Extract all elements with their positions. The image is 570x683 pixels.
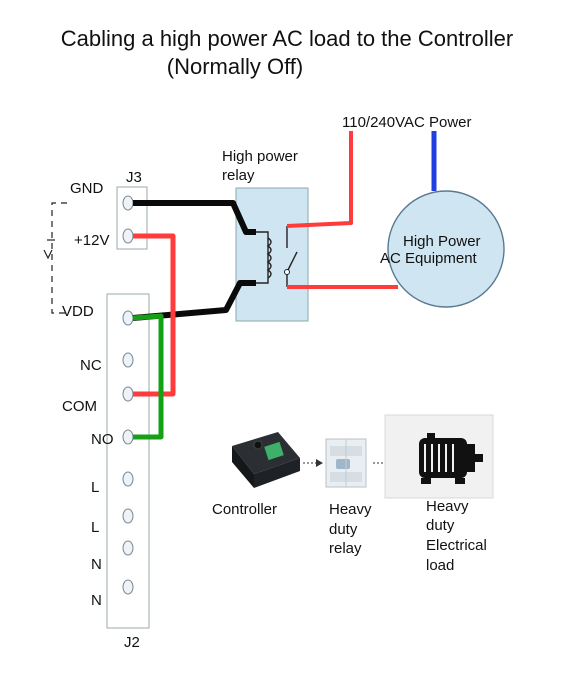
wires [132,131,437,440]
flow-relay-label-line3: relay [329,540,362,557]
flow-controller-label: Controller [212,501,277,518]
dashed-guide [43,202,68,314]
electric-motor-icon [384,414,494,499]
controller-device-icon [232,432,300,488]
equipment-label-line2: AC Equipment [380,250,478,267]
j2-pin-nc: NC [80,357,102,374]
power-label: 110/240VAC Power [342,114,472,131]
equipment-label-line1: High Power [403,233,481,250]
arrow-controller-to-relay [303,459,323,467]
j3-pin-gnd: GND [70,180,104,197]
j2-pin-com: COM [62,398,97,415]
heavy-duty-relay-icon [325,438,367,488]
high-power-relay [235,187,309,322]
diagram-title-line2: (Normally Off) [166,54,304,79]
flow-relay-label-line2: duty [329,521,358,538]
j2-terminal-strip [106,293,150,629]
j2-pin-n2: N [91,592,102,609]
j2-pin-l1: L [91,479,99,496]
relay-label-line1: High power [222,148,298,165]
flow-load-label-line3: Electrical [426,537,487,554]
flow-load-label-line4: load [426,557,454,574]
j2-label: J2 [124,634,140,651]
j3-connector [116,186,148,250]
j3-pin-12v: +12V [74,232,109,249]
ac-equipment [387,190,505,308]
j2-pin-l2: L [91,519,99,536]
j3-label: J3 [126,169,142,186]
j2-pin-n1: N [91,556,102,573]
relay-label-line2: relay [222,167,255,184]
wire-red-mains [286,131,353,228]
flow-relay-label-line1: Heavy [329,501,372,518]
j2-pin-no: NO [91,431,114,448]
wire-black-vdd [132,280,256,321]
j2-pin-vdd: VDD [62,303,94,320]
wire-red-12v [133,233,176,397]
flow-load-label-line2: duty [426,517,455,534]
flow-load-label-line1: Heavy [426,498,469,515]
diagram-title-line1: Cabling a high power AC load to the Cont… [60,26,514,51]
wire-green-vdd-no [132,313,164,440]
wire-black-gnd [133,200,256,235]
